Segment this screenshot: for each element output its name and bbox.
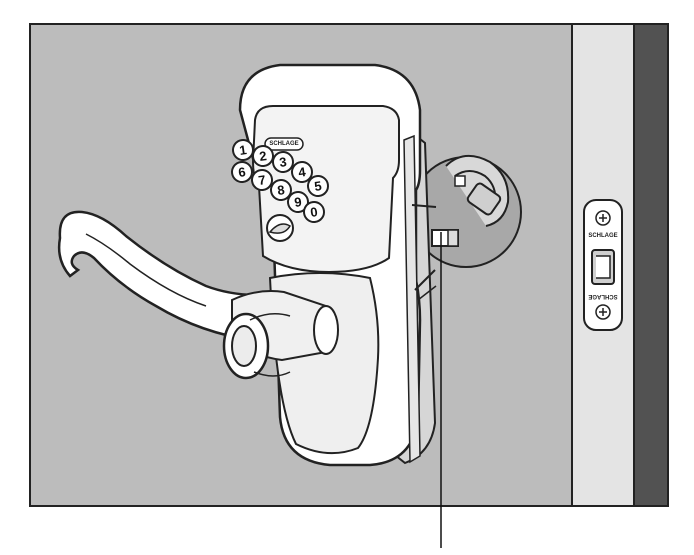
key-cylinder-icon	[266, 214, 294, 242]
key-3-button[interactable]: 3	[272, 151, 295, 174]
key-2-button[interactable]: 2	[252, 145, 275, 168]
key-3-label: 3	[278, 154, 287, 170]
strike-brand-top: SCHLAGE	[588, 233, 617, 239]
key-1-button[interactable]: 1	[232, 139, 255, 162]
key-5-button[interactable]: 5	[307, 175, 330, 198]
key-1-label: 1	[238, 142, 247, 158]
lever-spindle	[431, 229, 459, 247]
mounting-screws	[411, 204, 437, 301]
key-9-button[interactable]: 9	[287, 191, 310, 214]
keypad-brand-label: SCHLAGE	[269, 141, 298, 147]
key-9-label: 9	[293, 194, 302, 210]
key-0-button[interactable]: 0	[303, 201, 326, 224]
key-6-label: 6	[237, 164, 246, 180]
lever-handle[interactable]	[57, 210, 339, 380]
latch-strike-plate: SCHLAGE SCHLAGE	[583, 199, 623, 331]
key-5-label: 5	[313, 178, 322, 194]
keypad-row-1: 1 2 3 4 5	[232, 139, 330, 198]
key-4-button[interactable]: 4	[291, 161, 314, 184]
key-6-button[interactable]: 6	[231, 161, 254, 184]
keypad-brand-badge: SCHLAGE	[264, 137, 304, 151]
door-frame	[633, 23, 669, 507]
keypad-row-2: 6 7 8 9 0	[231, 161, 326, 224]
key-8-button[interactable]: 8	[270, 179, 293, 202]
key-0-label: 0	[309, 204, 318, 220]
strike-brand-bottom: SCHLAGE	[588, 293, 617, 299]
key-7-button[interactable]: 7	[251, 169, 274, 192]
key-4-label: 4	[297, 164, 307, 180]
key-7-label: 7	[257, 172, 266, 188]
key-8-label: 8	[276, 182, 285, 198]
key-2-label: 2	[258, 148, 267, 164]
